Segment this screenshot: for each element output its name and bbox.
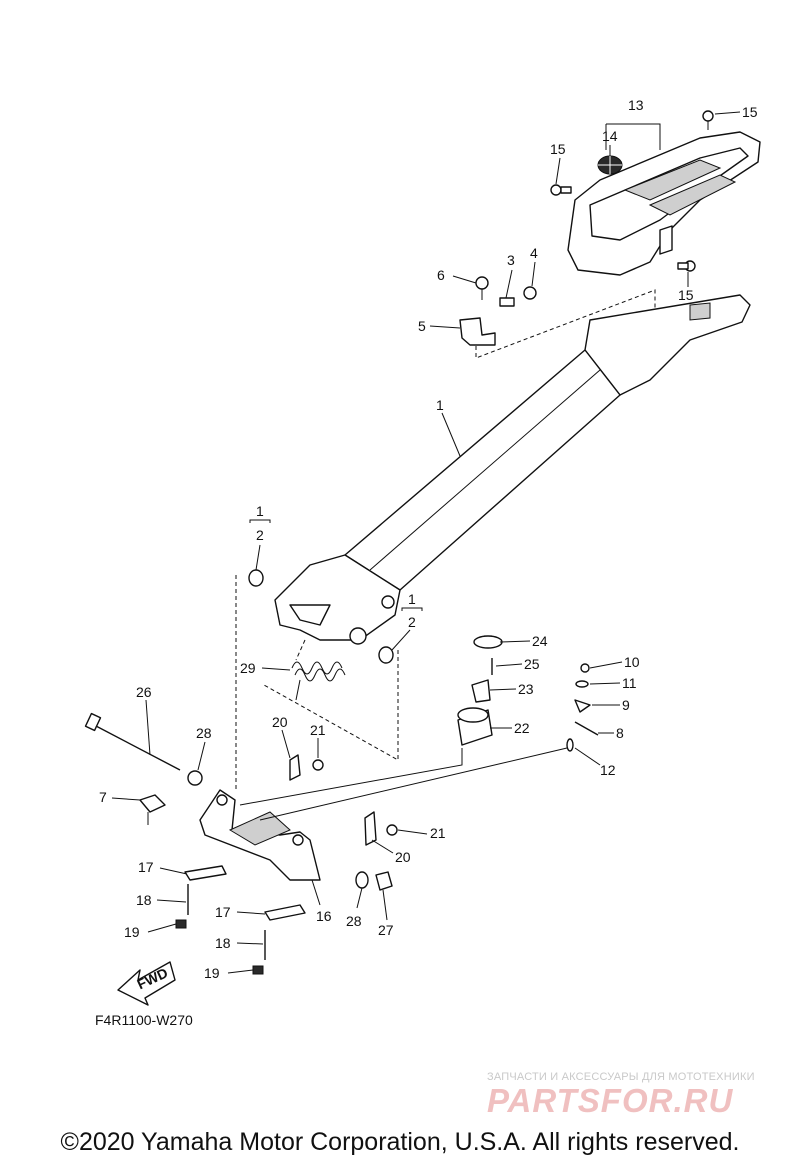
callout-21: 21 [310,722,326,738]
callout-22: 22 [514,720,530,736]
callout-23: 23 [518,681,534,697]
callout-2: 2 [408,614,416,630]
steering-pole [274,294,751,645]
callout-29: 29 [240,660,256,676]
callout-11: 11 [622,675,637,691]
emblem [597,155,623,175]
long-bolt [84,712,203,786]
diagram-code: F4R1100-W270 [95,1012,193,1028]
callout-18: 18 [215,935,231,951]
callout-25: 25 [524,656,540,672]
callout-14: 14 [602,128,618,144]
watermark-subtitle: ЗАПЧАСТИ И АКСЕССУАРЫ ДЛЯ МОТОТЕХНИКИ [487,1071,755,1083]
callout-15: 15 [742,104,758,120]
assembly-lines [235,289,656,790]
clips [289,754,398,846]
callout-26: 26 [136,684,152,700]
callout-2: 2 [256,527,264,543]
callout-13: 13 [628,97,644,113]
bracket [459,276,537,346]
callout-17: 17 [138,859,154,875]
callout-18: 18 [136,892,152,908]
small-parts [239,663,599,821]
knob [139,794,166,825]
callout-20: 20 [272,714,288,730]
callout-1: 1 [408,591,416,607]
callout-5: 5 [418,318,426,334]
spring [291,661,346,701]
callout-19: 19 [204,965,220,981]
callout-28: 28 [196,725,212,741]
callout-6: 6 [437,267,445,283]
callout-12: 12 [600,762,616,778]
callout-7: 7 [99,789,107,805]
callout-27: 27 [378,922,394,938]
boot-assembly [457,635,503,746]
handle-cover [567,131,761,276]
washers [355,871,393,891]
fwd-arrow: FWD [117,961,176,1006]
callout-15: 15 [550,141,566,157]
callout-9: 9 [622,697,630,713]
callout-19: 19 [124,924,140,940]
callout-15: 15 [678,287,694,303]
callout-labels: 15 13 14 15 15 3 4 6 5 1 1 2 1 2 29 26 2… [99,97,758,981]
watermark-logo: PARTSFOR.RU [487,1082,734,1119]
callout-1: 1 [436,397,444,413]
callout-10: 10 [624,654,640,670]
callout-leaders [111,111,741,974]
callout-1: 1 [256,503,264,519]
callout-16: 16 [316,908,332,924]
callout-4: 4 [530,245,538,261]
callout-17: 17 [215,904,231,920]
callout-28: 28 [346,913,362,929]
screw [550,110,714,272]
callout-3: 3 [507,252,515,268]
callout-8: 8 [616,725,624,741]
callout-24: 24 [532,633,548,649]
plates [175,865,306,975]
callout-21: 21 [430,825,446,841]
callout-20: 20 [395,849,411,865]
copyright-notice: ©2020 Yamaha Motor Corporation, U.S.A. A… [60,1128,740,1156]
pivot-bracket [199,789,321,881]
